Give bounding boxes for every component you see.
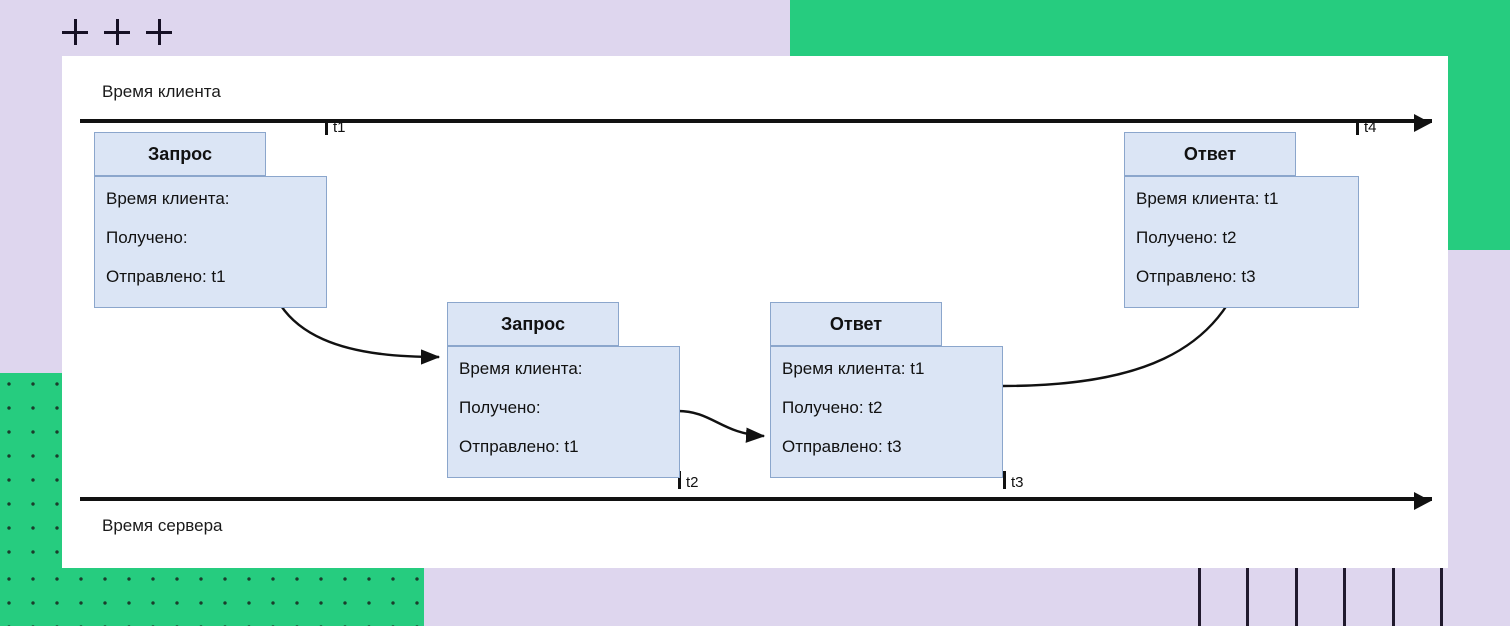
decor-lavender-left-col — [0, 56, 62, 373]
node-body: Время клиента: t1 Получено: t2 Отправлен… — [1124, 176, 1359, 308]
node-line: Отправлено: t1 — [459, 437, 579, 456]
top-axis-line — [80, 119, 1432, 123]
node-line: Отправлено: t3 — [782, 437, 902, 456]
node-header: Ответ — [770, 302, 942, 346]
bottom-axis-label: Время сервера — [102, 516, 223, 535]
plus-icon — [62, 19, 88, 45]
node-title: Ответ — [829, 313, 883, 334]
node-line: Получено: — [459, 398, 541, 417]
vertical-line — [1343, 568, 1346, 626]
tick-label-t3: t3 — [1011, 474, 1024, 491]
node-line: Получено: t2 — [782, 398, 883, 417]
node-line: Отправлено: t3 — [1136, 267, 1256, 286]
node-header: Запрос — [447, 302, 619, 346]
tick-t4 — [1356, 119, 1359, 135]
vertical-line — [1198, 568, 1201, 626]
node-server-request[interactable]: Запрос Время клиента: Получено: Отправле… — [447, 302, 712, 478]
vertical-line — [1440, 568, 1443, 626]
vertical-line — [1295, 568, 1298, 626]
tick-label-t2: t2 — [686, 474, 699, 491]
node-title: Запрос — [501, 313, 565, 334]
vertical-line — [1392, 568, 1395, 626]
decor-lavender-right-col — [1448, 250, 1510, 626]
node-line: Получено: t2 — [1136, 228, 1237, 247]
node-body: Время клиента: Получено: Отправлено: t1 — [94, 176, 327, 308]
decor-plus-row — [62, 10, 182, 54]
node-body: Время клиента: t1 Получено: t2 Отправлен… — [770, 346, 1003, 478]
decor-green-right-bar — [1448, 0, 1510, 250]
node-title: Запрос — [148, 143, 212, 164]
decor-lavender-bottom — [424, 568, 1448, 626]
bottom-axis-line — [80, 497, 1432, 501]
plus-icon — [146, 19, 172, 45]
decor-vertical-lines — [1198, 568, 1450, 626]
tick-t2 — [678, 471, 681, 489]
node-title: Ответ — [1183, 143, 1237, 164]
node-header: Запрос — [94, 132, 266, 176]
top-axis-label: Время клиента — [102, 82, 221, 101]
node-header: Ответ — [1124, 132, 1296, 176]
decor-green-dotted-bottom — [0, 568, 424, 626]
tick-label-t1: t1 — [333, 119, 346, 136]
node-line: Получено: — [106, 228, 188, 247]
decor-green-top-bar — [790, 0, 1450, 56]
node-line: Время клиента: — [459, 359, 583, 378]
bottom-axis-arrow-icon — [1414, 492, 1431, 510]
node-line: Время клиента: t1 — [1136, 189, 1279, 208]
node-line: Время клиента: — [106, 189, 230, 208]
node-client-response[interactable]: Ответ Время клиента: t1 Получено: t2 Отп… — [1124, 132, 1359, 308]
diagram-panel: Время клиента t1 t4 t2 t3 Время сервера — [62, 56, 1448, 568]
tick-label-t4: t4 — [1364, 119, 1377, 136]
node-server-response[interactable]: Ответ Время клиента: t1 Получено: t2 Отп… — [770, 302, 1035, 478]
decor-lavender-top-left — [0, 0, 790, 56]
node-body: Время клиента: Получено: Отправлено: t1 — [447, 346, 680, 478]
node-line: Отправлено: t1 — [106, 267, 226, 286]
tick-t3 — [1003, 471, 1006, 489]
node-line: Время клиента: t1 — [782, 359, 925, 378]
tick-t1 — [325, 119, 328, 135]
top-axis-arrow-icon — [1414, 114, 1431, 132]
vertical-line — [1246, 568, 1249, 626]
plus-icon — [104, 19, 130, 45]
node-client-request[interactable]: Запрос Время клиента: Получено: Отправле… — [94, 132, 359, 308]
